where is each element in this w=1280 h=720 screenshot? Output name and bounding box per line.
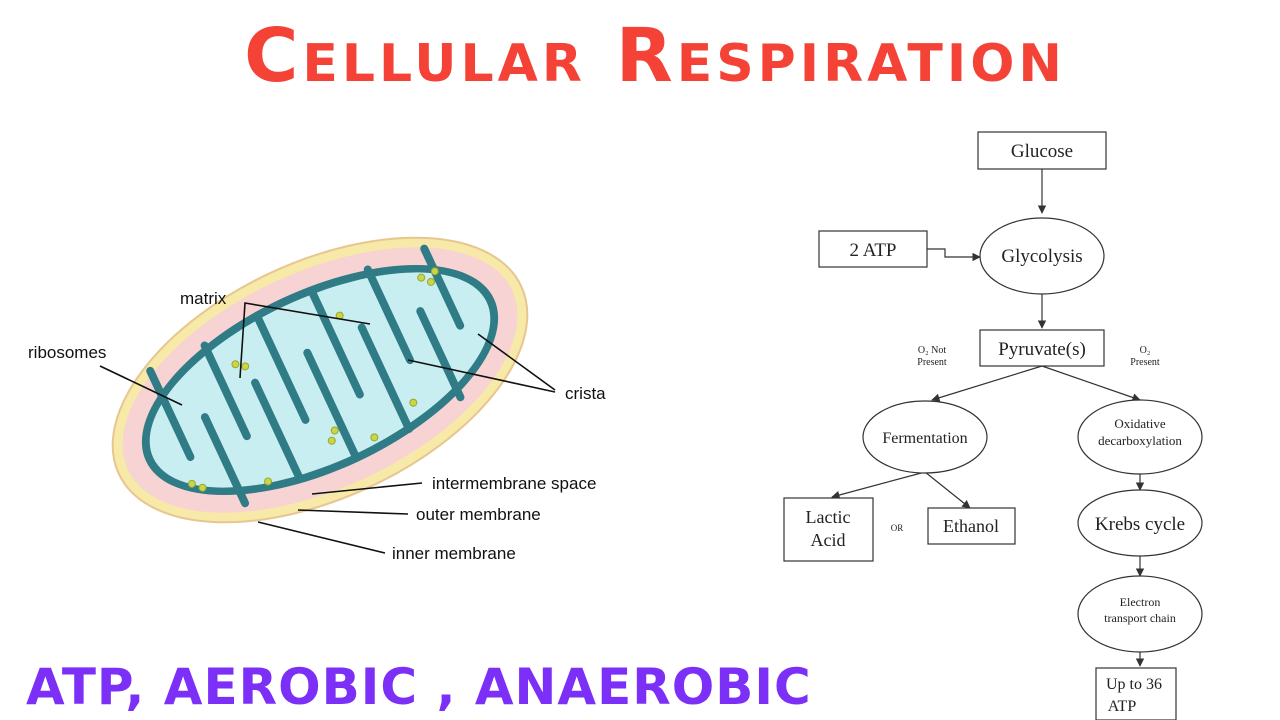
- ribosomes-pointer: [99, 365, 183, 406]
- or-label: OR: [891, 523, 904, 533]
- ethanol-box: [927, 507, 1016, 545]
- ribosome: [231, 360, 240, 369]
- crista-fold: [251, 378, 304, 482]
- outer-membrane-pointer: [297, 509, 409, 515]
- atp2-label: 2 ATP: [850, 240, 897, 261]
- ethanol-label: Ethanol: [943, 516, 999, 536]
- intermembrane-pointer: [311, 482, 423, 495]
- inner-membrane-pointer: [257, 521, 386, 554]
- atp36-line1: Up to 36: [1106, 676, 1162, 693]
- label-leader-lines: [99, 302, 556, 554]
- atp36-box: [1095, 667, 1177, 720]
- crista-fold: [363, 265, 415, 365]
- arrow-fermentation-ethanol: [924, 471, 971, 509]
- fermentation-label: Fermentation: [882, 430, 967, 447]
- matrix-label: matrix: [180, 289, 227, 308]
- atp36-line2: ATP: [1108, 698, 1137, 715]
- intermembrane-space-label: intermembrane space: [432, 474, 596, 493]
- ribosome: [327, 436, 336, 445]
- oxidative-line2: decarboxylation: [1098, 433, 1182, 448]
- fermentation-ellipse: [862, 400, 988, 474]
- ribosome: [187, 479, 196, 488]
- oxidative-ellipse: [1077, 399, 1203, 475]
- crista-pointer-1: [477, 333, 556, 391]
- glucose-box: [977, 131, 1107, 170]
- krebs-label: Krebs cycle: [1095, 514, 1185, 535]
- pyruvate-box: [979, 329, 1105, 367]
- ribosomes-label: ribosomes: [28, 343, 106, 362]
- flow-arrows: [831, 169, 1145, 667]
- crista-fold: [303, 348, 359, 459]
- crista-fold: [420, 244, 465, 330]
- ribosome: [330, 426, 339, 435]
- ribosome: [198, 483, 207, 492]
- crista-fold: [200, 341, 251, 441]
- pyruvate-label: Pyruvate(s): [998, 339, 1086, 360]
- matrix-pointer: [239, 302, 371, 379]
- subtitle: ATP, AEROBIC , ANAEROBIC: [26, 658, 812, 716]
- respiration-flowchart: Glucose 2 ATP Glycolysis Pyruvate(s) O₂ …: [783, 131, 1203, 720]
- krebs-ellipse: [1077, 489, 1203, 557]
- cristae: [146, 244, 465, 508]
- o2-present-line2: Present: [1130, 357, 1160, 368]
- lactic-acid-line2: Acid: [811, 530, 846, 550]
- o2-not-present-line2: Present: [917, 357, 947, 368]
- crista-label: crista: [565, 384, 606, 403]
- etc-ellipse: [1077, 575, 1203, 653]
- ribosome: [370, 433, 379, 442]
- mitochondrion-diagram: matrix ribosomes crista intermembrane sp…: [28, 236, 606, 563]
- arrow-atp-glycolysis: [927, 248, 981, 262]
- lactic-acid-line1: Lactic: [806, 507, 851, 527]
- crista-fold: [309, 290, 364, 399]
- o2-present-line1: O₂: [1140, 345, 1151, 356]
- crista-pointer-2: [407, 359, 556, 393]
- arrow-fermentation-lactic: [831, 471, 926, 500]
- ribosomes: [187, 267, 439, 492]
- arrow-pyruvate-fermentation: [931, 365, 1043, 402]
- inner-membrane-label: inner membrane: [392, 544, 516, 563]
- atp2-box: [818, 230, 928, 268]
- glycolysis-label: Glycolysis: [1001, 246, 1082, 267]
- glycolysis-ellipse: [979, 217, 1105, 295]
- flow-shapes: [783, 131, 1203, 720]
- ribosome: [241, 362, 250, 371]
- ribosome: [409, 398, 418, 407]
- oxidative-line1: Oxidative: [1114, 416, 1165, 431]
- glucose-label: Glucose: [1011, 141, 1073, 162]
- ribosome: [426, 277, 435, 286]
- ribosome: [264, 477, 273, 486]
- etc-line1: Electron: [1120, 595, 1161, 609]
- arrow-pyruvate-oxidative: [1041, 365, 1141, 402]
- crista-fold: [357, 323, 414, 433]
- lactic-acid-box: [783, 497, 874, 562]
- crista-fold: [146, 366, 195, 461]
- page-title: Cellular Respiration: [244, 13, 1066, 99]
- crista-fold: [200, 413, 250, 508]
- outer-membrane-label: outer membrane: [416, 505, 541, 524]
- crista-fold: [255, 316, 310, 424]
- crista-fold: [416, 307, 465, 402]
- etc-line2: transport chain: [1104, 611, 1176, 625]
- ribosome: [417, 273, 426, 282]
- o2-not-present-line1: O₂ Not: [918, 345, 946, 356]
- ribosome: [430, 267, 439, 276]
